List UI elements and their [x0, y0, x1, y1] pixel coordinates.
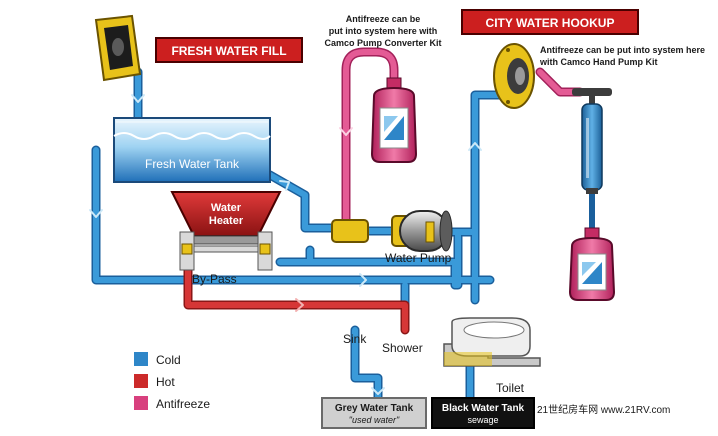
converter-kit-note-line2: put into system here with [329, 26, 438, 36]
water-pump: Water Pump [331, 210, 453, 265]
shower-label: Shower [382, 341, 423, 355]
hot-water-pipes [183, 263, 410, 335]
bypass-valves: By-Pass [179, 231, 273, 286]
antifreeze-jug-hand-pump [568, 227, 616, 301]
toilet: Toilet [443, 317, 541, 395]
water-heater-label-line1: Water [211, 202, 242, 214]
toilet-label: Toilet [496, 381, 525, 395]
fresh-water-fill-label: FRESH WATER FILL [155, 37, 303, 63]
legend-swatch-cold [134, 352, 148, 366]
legend-label-antifreeze: Antifreeze [156, 397, 210, 411]
legend-label-hot: Hot [156, 375, 175, 389]
sink-label: Sink [343, 332, 367, 346]
black-water-tank: Black Water Tank sewage [431, 397, 535, 429]
city-water-inlet [493, 43, 535, 109]
grey-water-tank-sublabel: "used water" [349, 415, 400, 425]
hand-pump-note-line1: Antifreeze can be put into system here [540, 45, 705, 55]
legend-item-hot: Hot [134, 374, 175, 389]
grey-water-tank-label: Grey Water Tank [335, 403, 414, 414]
converter-kit-note-line1: Antifreeze can be [346, 14, 421, 24]
fresh-water-tank: Fresh Water Tank [113, 117, 271, 183]
bypass-label: By-Pass [192, 272, 237, 286]
fresh-water-tank-label: Fresh Water Tank [145, 157, 240, 171]
legend-swatch-hot [134, 374, 148, 388]
fresh-water-fill-inlet [94, 14, 142, 82]
legend-label-cold: Cold [156, 353, 181, 367]
antifreeze-jug-converter [370, 77, 418, 163]
water-heater-label-line2: Heater [209, 215, 244, 227]
city-water-hookup-label: CITY WATER HOOKUP [461, 9, 639, 35]
fresh-water-fill-text: FRESH WATER FILL [171, 44, 286, 58]
cold-water-pipes [89, 67, 595, 405]
black-water-tank-sublabel: sewage [467, 415, 498, 425]
legend-swatch-antifreeze [134, 396, 148, 410]
hand-pump [572, 88, 612, 194]
legend-item-cold: Cold [134, 352, 181, 367]
legend: Cold Hot Antifreeze [134, 352, 210, 411]
water-heater: Water Heater [170, 191, 282, 245]
grey-water-tank: Grey Water Tank "used water" [321, 397, 427, 429]
converter-kit-note-line3: Camco Pump Converter Kit [324, 38, 441, 48]
city-water-hookup-text: CITY WATER HOOKUP [486, 16, 615, 30]
watermark-text: 21世纪房车网 www.21RV.com [537, 403, 670, 416]
water-pump-label: Water Pump [385, 251, 452, 265]
legend-item-antifreeze: Antifreeze [134, 396, 210, 411]
hand-pump-note-line2: with Camco Hand Pump Kit [539, 57, 658, 67]
black-water-tank-label: Black Water Tank [442, 403, 525, 414]
